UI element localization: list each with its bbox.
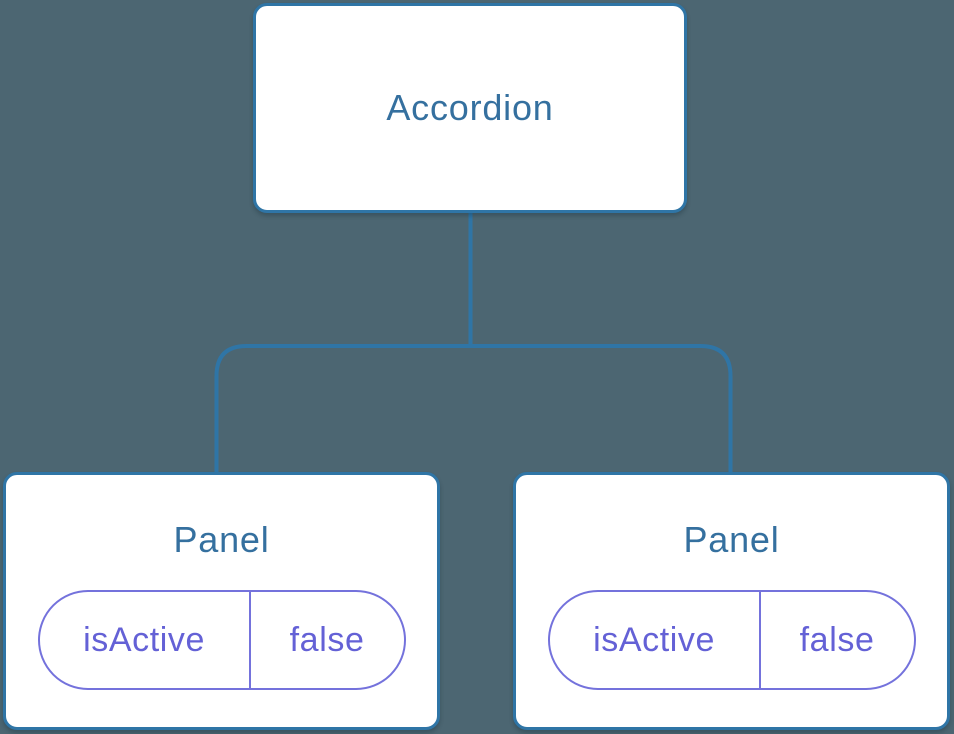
state-value: false [799,620,875,659]
state-name: isActive [40,592,251,688]
state-pill: isActive false [547,590,916,690]
root-node-accordion: Accordion [253,3,687,213]
connector-branch [214,344,733,473]
panel-node-left: Panel isActive false [3,472,440,730]
state-name: isActive [550,592,761,688]
state-pill: isActive false [37,590,406,690]
panel-node-label: Panel [683,519,780,560]
state-value: false [289,620,365,659]
root-node-label: Accordion [386,87,554,128]
panel-node-right: Panel isActive false [513,472,950,730]
panel-node-label: Panel [173,519,270,560]
